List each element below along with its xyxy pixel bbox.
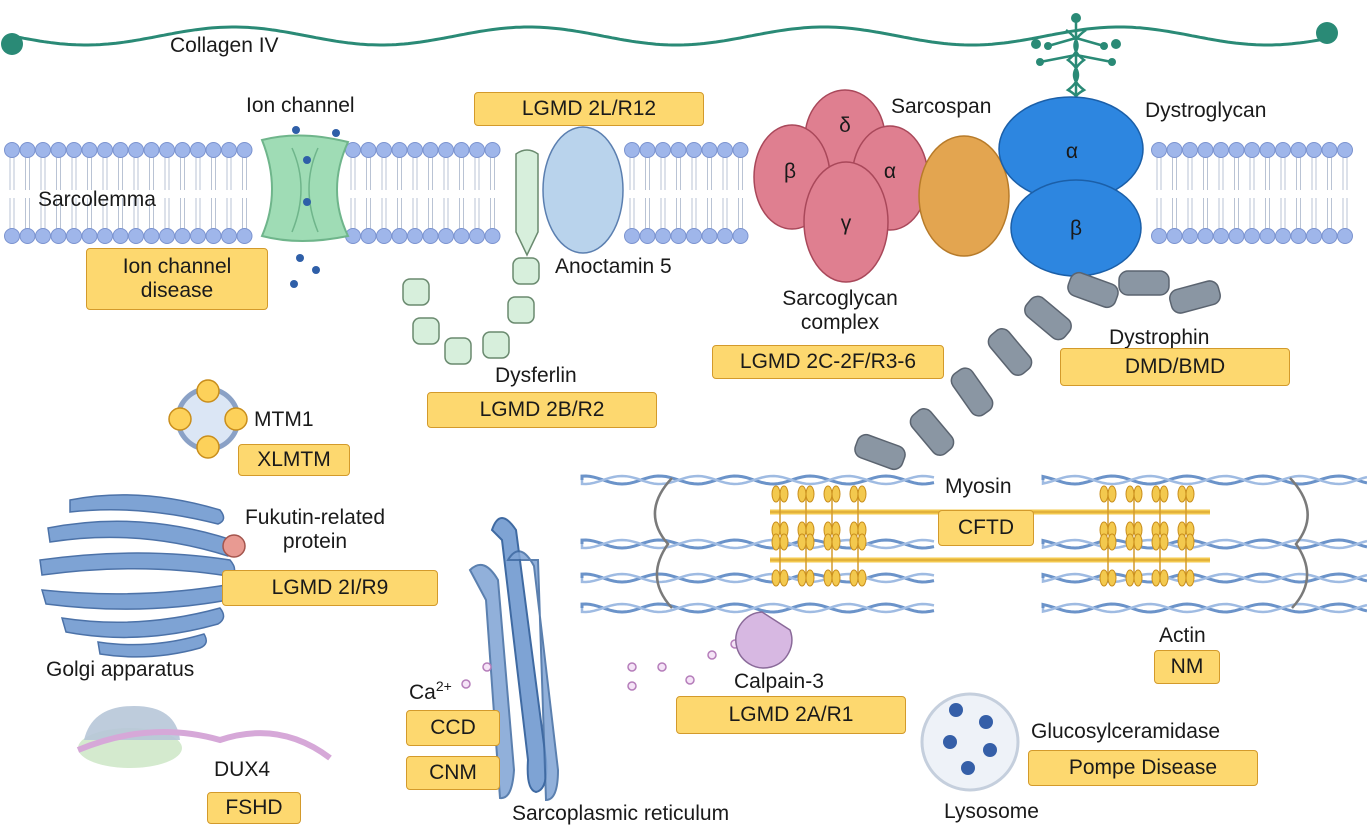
collagen-iv-label: Collagen IV [170,34,279,57]
sarcospan-protein [918,135,1010,257]
anoctamin-label: Anoctamin 5 [555,255,672,278]
dg-alpha-label: α [1066,140,1078,163]
sarcoplasmic-reticulum [468,517,560,802]
dystroglycan-complex [998,13,1144,277]
disease-lgmd-2b: LGMD 2B/R2 [427,392,657,428]
calcium-label: Ca2+ [409,674,452,705]
sarcoglycan-line-2: complex [800,311,880,334]
sg-alpha-label: α [884,160,896,183]
calcium-symbol: Ca [409,681,436,704]
disease-pompe: Pompe Disease [1028,750,1258,786]
sarcoglycan-complex [753,89,929,283]
calpain-3-protein [735,611,793,669]
sg-gamma-label: γ [841,212,852,235]
disease-fshd: FSHD [207,792,301,824]
disease-nm: NM [1154,650,1220,684]
dysferlin-protein [402,149,540,365]
sarcolemma-label: Sarcolemma [38,188,156,211]
myosin-label: Myosin [945,475,1012,498]
disease-ccd: CCD [406,710,500,746]
sarcoplasmic-reticulum-label: Sarcoplasmic reticulum [512,802,730,825]
disease-xlmtm: XLMTM [238,444,350,476]
disease-dmd-bmd: DMD/BMD [1060,348,1290,386]
golgi-label: Golgi apparatus [46,658,195,681]
fukutin-line-2: protein [282,530,348,553]
dystroglycan-label: Dystroglycan [1145,99,1267,122]
disease-ion-channel: Ion channel disease [86,248,268,310]
sarcoglycan-line-1: Sarcoglycan [782,287,898,310]
disease-cnm: CNM [406,756,500,790]
lysosome [920,692,1020,792]
glucosylceramidase-label: Glucosylceramidase [1031,720,1221,743]
disease-lgmd-2c: LGMD 2C-2F/R3-6 [712,345,944,379]
calcium-ions [461,639,740,691]
disease-lgmd-2a: LGMD 2A/R1 [676,696,906,734]
sarcolemma-bilayer [4,142,1353,244]
sg-beta-label: β [784,160,796,183]
disease-cftd: CFTD [938,510,1034,546]
actin-label: Actin [1159,624,1206,647]
disease-lgmd-2l: LGMD 2L/R12 [474,92,704,126]
disease-ion-channel-line-1: Ion channel [122,255,232,278]
mtm1-protein [168,379,248,459]
mtm1-label: MTM1 [254,408,314,431]
fukutin-line-1: Fukutin-related [244,506,386,529]
dux4-illustration [76,706,332,768]
disease-ion-channel-line-2: disease [140,279,214,302]
dystrophin-label: Dystrophin [1109,326,1210,349]
sg-delta-label: δ [839,114,851,137]
collagen-iv-strand [1,22,1338,55]
dux4-label: DUX4 [214,758,271,781]
calpain-label: Calpain-3 [734,670,824,693]
golgi-apparatus [39,494,246,658]
anoctamin-5-protein [542,126,624,254]
dg-beta-label: β [1070,217,1082,240]
calcium-charge: 2+ [435,678,452,694]
ion-channel-label: Ion channel [246,94,355,117]
ion-channel-protein [260,126,350,288]
sarcomere-myosin-actin [580,474,1367,614]
lysosome-label: Lysosome [944,800,1039,823]
fukutin-label: Fukutin-related protein [222,506,408,554]
dystrophin-protein [854,270,1221,471]
sarcoglycan-label: Sarcoglycan complex [740,287,940,335]
dysferlin-label: Dysferlin [495,364,577,387]
sarcospan-label: Sarcospan [891,95,992,118]
disease-lgmd-2i: LGMD 2I/R9 [222,570,438,606]
